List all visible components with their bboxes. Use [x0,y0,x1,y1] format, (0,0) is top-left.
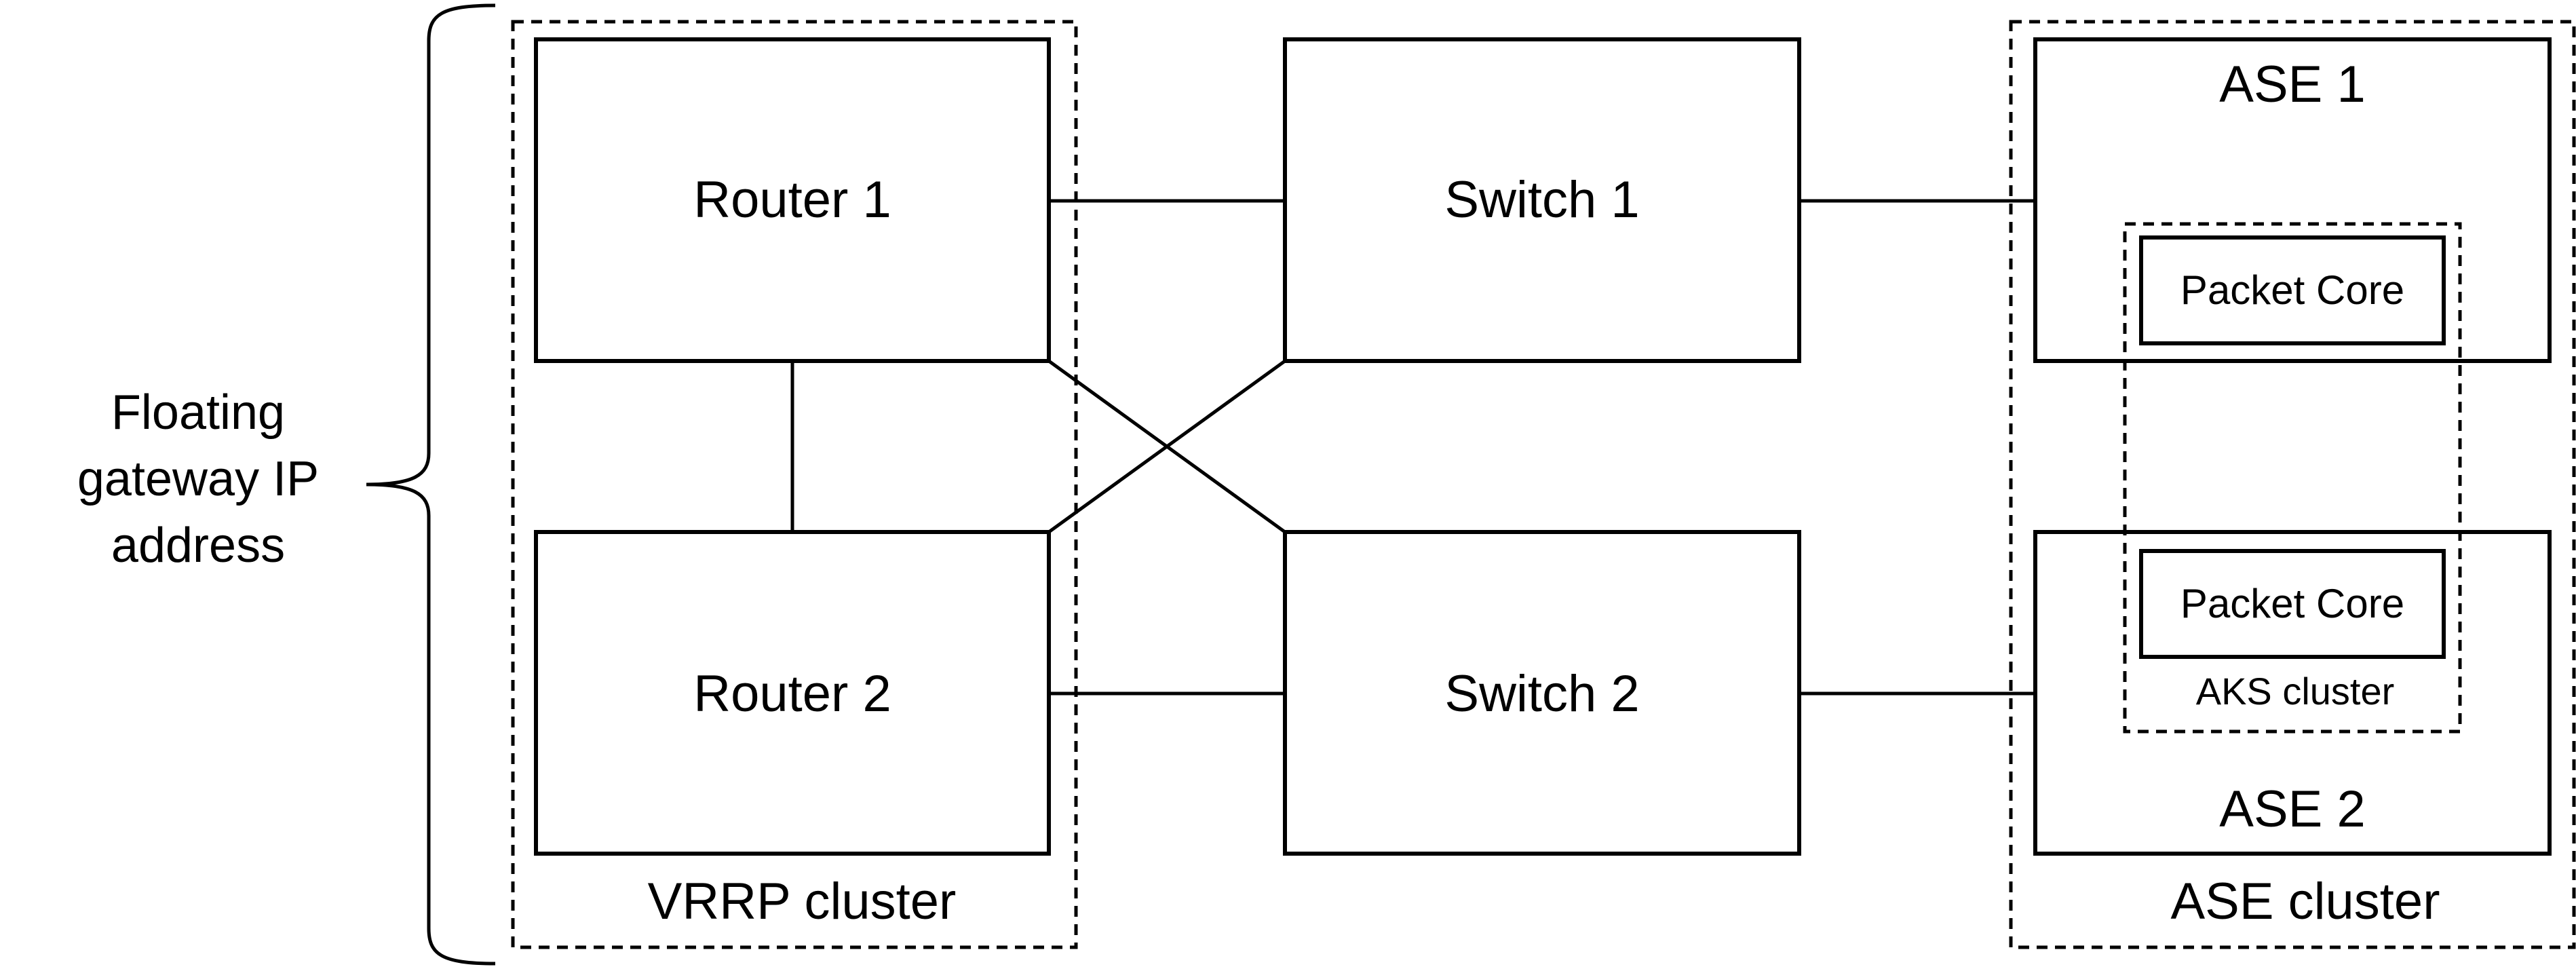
packet-core-2-box [2139,549,2446,659]
router-2-label: Router 2 [693,665,891,723]
aks-cluster-label: AKS cluster [2196,670,2395,712]
ase-cluster-boundary [2009,20,2576,949]
switch-1-box [1283,37,1801,363]
curly-brace [366,3,496,966]
switch-2-box [1283,530,1801,856]
router-1-box [534,37,1051,363]
floating-ip-label-line3: address [111,518,285,573]
packet-core-2-label: Packet Core [2180,581,2404,626]
packet-core-1-label: Packet Core [2180,267,2404,313]
ase-1-box [2033,37,2552,363]
ase-cluster-label: ASE cluster [2170,873,2440,930]
aks-cluster-boundary [2123,222,2462,734]
vrrp-cluster-label: VRRP cluster [648,873,957,930]
ase-2-box [2033,530,2552,856]
vrrp-cluster-boundary [511,20,1078,949]
ase-2-label: ASE 2 [2219,780,2365,838]
floating-ip-label-line2: gateway IP [77,452,319,506]
switch-1-label: Switch 1 [1444,171,1639,229]
switch-2-label: Switch 2 [1444,665,1639,723]
router-2-box [534,530,1051,856]
packet-core-1-box [2139,235,2446,345]
link-router2-switch1 [1047,359,1286,534]
floating-ip-label-line1: Floating [111,385,285,440]
router-1-label: Router 1 [693,171,891,229]
ase-1-label: ASE 1 [2219,56,2365,113]
